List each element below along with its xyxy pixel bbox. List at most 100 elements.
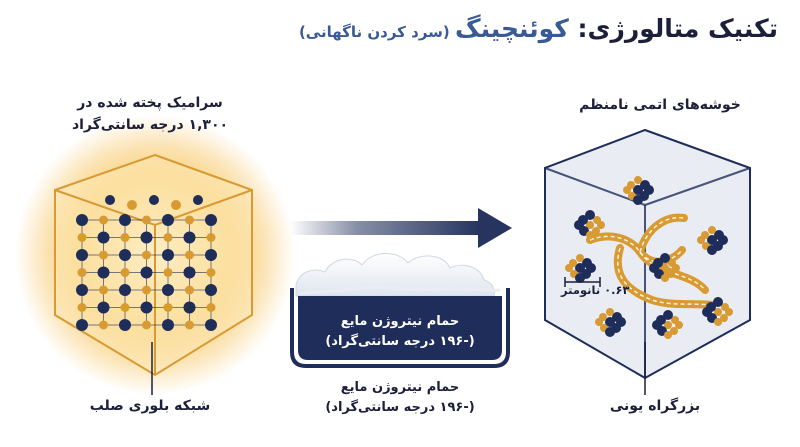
- lattice-atom: [119, 284, 131, 296]
- glowing-crystal-cube-icon: [15, 115, 295, 395]
- lattice-atom: [97, 301, 110, 314]
- lattice-atom: [149, 195, 159, 205]
- lattice-atom: [163, 233, 173, 242]
- cluster-atom: [606, 308, 614, 316]
- cluster-atom: [664, 321, 672, 329]
- lattice-atom: [193, 195, 203, 205]
- title-subtitle: (سرد کردن ناگهانی): [298, 23, 455, 41]
- page-title: تکنیک متالورژی: کوئنچینگ (سرد کردن ناگها…: [299, 14, 778, 43]
- scale-bar: [564, 277, 601, 287]
- cluster-atom: [585, 210, 595, 220]
- lattice-atom: [77, 233, 87, 242]
- left-heading: سرامیک پخته شده در ۱,۳۰۰ درجه سانتی‌گراد: [0, 92, 300, 136]
- lattice-atom: [205, 249, 217, 261]
- lattice-atom: [140, 301, 153, 314]
- cluster-atom: [661, 274, 669, 282]
- lattice-atom: [205, 319, 217, 331]
- cluster-atom: [565, 264, 573, 272]
- middle-caption-line1: حمام نیتروژن مایع: [340, 380, 460, 395]
- lattice-atom: [185, 320, 194, 330]
- cluster-atom: [586, 263, 596, 273]
- cluster-atom: [592, 227, 600, 235]
- lattice-atom: [140, 231, 153, 244]
- atomic-cluster: [702, 297, 733, 326]
- scale-label: ۰.۶۳ نانومتر: [561, 283, 630, 297]
- cluster-atom: [664, 331, 672, 339]
- lattice-atom: [183, 231, 196, 244]
- cluster-atom: [649, 263, 659, 273]
- lattice-atom: [183, 266, 196, 279]
- cluster-atom: [663, 310, 673, 320]
- bath-label-line2: (-۱۹۶ درجه سانتی‌گراد): [325, 334, 475, 349]
- cluster-atom: [586, 231, 594, 239]
- cluster-atom: [661, 264, 669, 272]
- lattice-atom: [76, 214, 88, 226]
- lattice-atom: [142, 250, 151, 260]
- cluster-atom: [675, 321, 683, 329]
- lattice-atom: [142, 320, 151, 330]
- lattice-atom: [76, 319, 88, 331]
- cluster-atom: [714, 318, 722, 326]
- arrow-right-icon: [290, 208, 512, 248]
- lattice-atom: [205, 214, 217, 226]
- lattice-atom: [119, 249, 131, 261]
- lattice-atom: [162, 319, 174, 331]
- left-caption: شبکه بلوری صلب: [89, 398, 211, 414]
- cluster-atom: [725, 308, 733, 316]
- lattice-atom: [162, 284, 174, 296]
- lattice-atom: [76, 284, 88, 296]
- lattice-atom: [185, 285, 194, 295]
- lattice-atom: [205, 284, 217, 296]
- atomic-cluster: [652, 310, 683, 339]
- atomic-cluster: [595, 308, 626, 337]
- cluster-atom: [576, 254, 584, 262]
- lattice-atom: [142, 285, 151, 295]
- lattice-atom: [185, 215, 194, 225]
- cluster-atom: [605, 327, 615, 337]
- middle-caption-line2: (-۱۹۶ درجه سانتی‌گراد): [325, 400, 475, 415]
- bath-label-line1: حمام نیتروژن مایع: [340, 314, 460, 329]
- disordered-cluster-cube-icon: [544, 128, 751, 380]
- lattice-atom: [206, 268, 216, 277]
- lattice-atom: [142, 215, 151, 225]
- cluster-atom: [586, 221, 594, 229]
- cluster-atom: [720, 314, 728, 322]
- lattice-atom: [206, 303, 216, 312]
- cluster-atom: [616, 317, 626, 327]
- lattice-atom: [97, 266, 110, 279]
- lattice-atom: [97, 231, 110, 244]
- atomic-cluster: [565, 254, 596, 283]
- lattice-atom: [140, 266, 153, 279]
- cluster-atom: [634, 176, 642, 184]
- lattice-atom: [163, 303, 173, 312]
- lattice-atom: [77, 268, 87, 277]
- lattice-atom: [127, 200, 137, 210]
- title-main: تکنیک متالورژی:: [568, 14, 778, 43]
- cluster-atom: [702, 307, 712, 317]
- atomic-cluster: [649, 253, 680, 282]
- cluster-atom: [623, 186, 631, 194]
- lattice-atom: [119, 319, 131, 331]
- lattice-atom: [162, 214, 174, 226]
- atomic-cluster: [697, 226, 728, 255]
- cluster-atom: [707, 245, 717, 255]
- lattice-atom: [99, 285, 108, 295]
- lattice-atom: [185, 250, 194, 260]
- lattice-atom: [163, 268, 173, 277]
- cluster-atom: [697, 236, 705, 244]
- lattice-atom: [120, 303, 130, 312]
- lattice-atom: [206, 233, 216, 242]
- cluster-atom: [574, 220, 584, 230]
- lattice-atom: [105, 195, 115, 205]
- left-heading-line1: سرامیک پخته شده در: [77, 95, 223, 111]
- cluster-atom: [718, 235, 728, 245]
- cluster-atom: [713, 297, 723, 307]
- cluster-atom: [652, 320, 662, 330]
- cluster-atom: [575, 273, 585, 283]
- atomic-cluster: [574, 210, 605, 239]
- lattice-atom: [77, 303, 87, 312]
- lattice-atom: [120, 233, 130, 242]
- cluster-atom: [667, 270, 675, 278]
- cluster-atom: [633, 195, 643, 205]
